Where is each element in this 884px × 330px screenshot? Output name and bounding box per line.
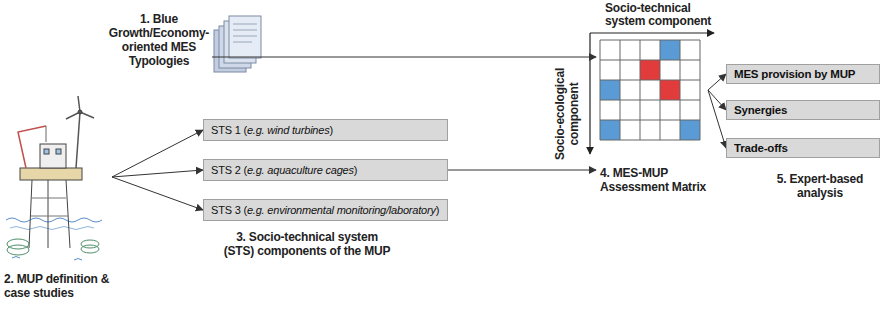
axis-label: Socio-ecological component xyxy=(553,64,581,164)
box-text: STS 2 (e.g. aquaculture cages) xyxy=(211,163,440,177)
connector-arrow xyxy=(708,90,726,148)
step-label: 5. Expert-based analysis xyxy=(770,172,870,200)
mup-node: 2. MUP definition & case studies xyxy=(2,96,112,306)
box-text: Trade-offs xyxy=(734,141,872,155)
output-box: Synergies xyxy=(726,100,880,120)
box-text: STS 1 (e.g. wind turbines) xyxy=(211,123,440,137)
output-box: MES provision by MUP xyxy=(726,64,880,84)
box-text: STS 3 (e.g. environmental monitoring/lab… xyxy=(211,203,440,217)
matrix-grid xyxy=(600,40,700,140)
connector-arrow xyxy=(448,170,596,171)
matrix-node: 4. MES-MUP Assessment Matrix xyxy=(596,38,708,198)
connector-arrow xyxy=(112,130,203,177)
node-heading: 1. Blue Growth/Economy-oriented MES Typo… xyxy=(108,12,210,68)
sts-box: STS 1 (e.g. wind turbines) xyxy=(203,119,448,141)
platform-illustration xyxy=(6,96,102,260)
connector-arrow xyxy=(708,74,726,90)
typologies-node: 1. Blue Growth/Economy-oriented MES Typo… xyxy=(108,4,212,82)
connector-arrow xyxy=(112,170,203,177)
connector-arrow xyxy=(112,177,203,210)
axis-label: Socio-technical system component xyxy=(605,2,733,28)
sts-box: STS 2 (e.g. aquaculture cages) xyxy=(203,159,448,181)
box-text: MES provision by MUP xyxy=(734,67,872,81)
node-heading: 4. MES-MUP Assessment Matrix xyxy=(600,166,708,194)
matrix-axes xyxy=(590,33,714,154)
document-stack xyxy=(214,16,261,72)
box-text: Synergies xyxy=(734,103,872,117)
output-box: Trade-offs xyxy=(726,138,880,158)
connector-arrow xyxy=(212,57,596,58)
step-label: 3. Socio-technical system (STS) componen… xyxy=(222,230,392,258)
sts-box: STS 3 (e.g. environmental monitoring/lab… xyxy=(203,199,448,221)
node-heading: 2. MUP definition & case studies xyxy=(4,272,110,300)
